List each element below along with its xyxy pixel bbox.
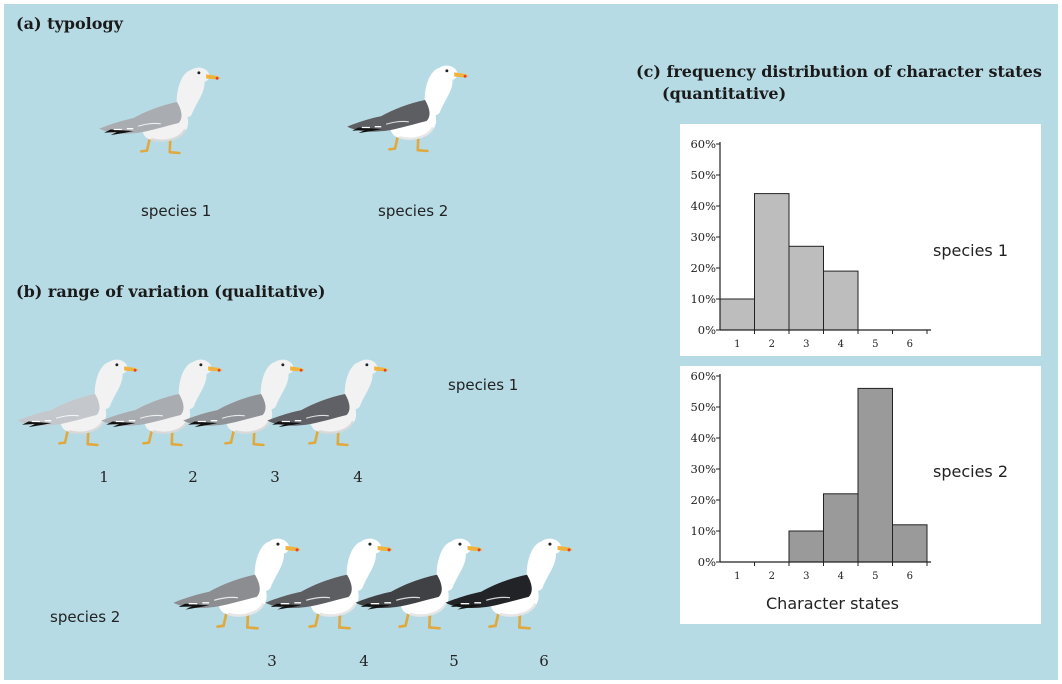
state-label: 4: [359, 652, 369, 670]
histogram-bar: [857, 387, 893, 563]
gull-illustration: [96, 42, 258, 170]
x-tick-label: 6: [907, 339, 913, 350]
variation-species-1-label: species 1: [448, 376, 519, 394]
typology-species-1-label: species 1: [141, 202, 212, 220]
y-tick-label: 30%: [690, 462, 716, 476]
state-label: 2: [188, 468, 198, 486]
histogram-species-2: 0% 10% 20% 30% 40% 50% 60% 1 2 3 4 5 6: [690, 369, 931, 582]
histogram-species-1-label: species 1: [933, 241, 1009, 260]
variation-species-2-label: species 2: [50, 608, 121, 626]
x-tick-label: 1: [734, 339, 740, 350]
heading-range-of-variation: (b) range of variation (qualitative): [16, 282, 326, 301]
histogram-bar: [719, 298, 755, 331]
x-tick-label: 4: [838, 339, 844, 350]
x-tick-label: 1: [734, 571, 740, 582]
heading-frequency-distribution: (c) frequency distribution of character …: [636, 62, 1042, 81]
x-tick-label: 3: [803, 571, 809, 582]
y-tick-label: 50%: [690, 400, 716, 414]
x-tick-label: 5: [872, 571, 878, 582]
x-tick-label: 5: [872, 339, 878, 350]
figure-canvas: (a) typology (b) range of variation (qua…: [4, 4, 1058, 680]
x-axis-title: Character states: [766, 594, 899, 613]
state-label: 5: [449, 652, 459, 670]
gull-illustration: [352, 512, 522, 646]
gull-illustration: [98, 334, 260, 462]
histogram-panel-species-1: 0% 10% 20% 30% 40% 50% 60% 1 2 3 4 5 6 species 1: [680, 124, 1041, 356]
y-tick-label: 30%: [690, 230, 716, 244]
y-tick-label: 10%: [690, 524, 716, 538]
x-tick-label: 6: [907, 571, 913, 582]
gull-illustration: [14, 334, 176, 462]
x-tick-label: 2: [769, 339, 775, 350]
y-tick-label: 60%: [690, 369, 716, 383]
y-tick-label: 40%: [690, 431, 716, 445]
typology-species-2-label: species 2: [378, 202, 449, 220]
state-label: 1: [99, 468, 109, 486]
y-tick-label: 0%: [698, 323, 716, 337]
histogram-bar: [788, 245, 824, 331]
x-tick-label: 4: [838, 571, 844, 582]
state-label: 4: [353, 468, 363, 486]
heading-quantitative: (quantitative): [662, 84, 787, 103]
state-label: 6: [539, 652, 549, 670]
gull-illustration: [442, 512, 612, 646]
gull-illustration: [180, 334, 342, 462]
histogram-bar: [823, 270, 859, 331]
histogram-bar: [892, 524, 928, 563]
y-tick-label: 20%: [690, 493, 716, 507]
y-tick-label: 0%: [698, 555, 716, 569]
histogram-species-1: 0% 10% 20% 30% 40% 50% 60% 1 2 3 4 5 6: [690, 137, 931, 350]
gull-illustration: [264, 334, 426, 462]
y-tick-label: 20%: [690, 261, 716, 275]
y-tick-label: 50%: [690, 168, 716, 182]
histogram-bar: [788, 530, 824, 563]
histogram-bar: [754, 193, 790, 331]
x-tick-label: 3: [803, 339, 809, 350]
heading-typology: (a) typology: [16, 14, 123, 33]
x-tick-label: 2: [769, 571, 775, 582]
gull-illustration: [170, 512, 340, 646]
gull-illustration: [344, 40, 506, 168]
histogram-bar: [823, 493, 859, 563]
y-tick-label: 40%: [690, 199, 716, 213]
histogram-panel-species-2: 0% 10% 20% 30% 40% 50% 60% 1 2 3 4 5 6 species 2 Cha…: [680, 366, 1041, 624]
state-label: 3: [267, 652, 277, 670]
histogram-species-2-label: species 2: [933, 462, 1009, 481]
gull-illustration: [262, 512, 432, 646]
state-label: 3: [270, 468, 280, 486]
y-tick-label: 10%: [690, 292, 716, 306]
y-tick-label: 60%: [690, 137, 716, 151]
